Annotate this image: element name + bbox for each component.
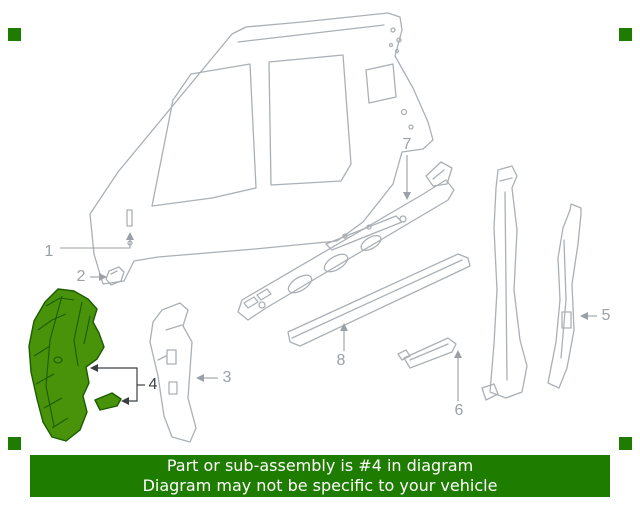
front-door-opening xyxy=(151,63,257,207)
callout-3: 3 xyxy=(222,369,232,386)
highlighted-part-4-assembly xyxy=(28,288,122,442)
highlight-banner: Part or sub-assembly is #4 in diagram Di… xyxy=(30,455,610,497)
highlighted-hinge-pillar xyxy=(28,288,105,442)
corner-marker-top-right xyxy=(619,28,632,41)
sill-plate-part-7 xyxy=(237,161,455,321)
hinge-pillar-panel-part-3 xyxy=(149,302,197,443)
corner-marker-bottom-left xyxy=(8,437,21,450)
quarter-window-opening xyxy=(365,63,397,104)
callout-8: 8 xyxy=(336,352,346,369)
rocker-panel-part-8 xyxy=(287,253,471,347)
banner-line-1: Part or sub-assembly is #4 in diagram xyxy=(166,456,474,475)
rear-door-opening xyxy=(268,54,352,186)
callout-2: 2 xyxy=(76,268,86,285)
vehicle-body-side-outline xyxy=(89,12,434,285)
corner-marker-top-left xyxy=(8,28,21,41)
leader-8 xyxy=(340,323,348,351)
leader-1 xyxy=(60,232,134,249)
leader-2 xyxy=(90,273,107,281)
pillar-reinforcement-part-5 xyxy=(547,203,582,389)
clip-part-2 xyxy=(105,266,125,286)
highlighted-filler-piece xyxy=(94,392,122,411)
leader-7 xyxy=(403,155,411,200)
leader-4-bracket xyxy=(90,364,145,405)
leader-3 xyxy=(196,374,218,382)
callout-6: 6 xyxy=(454,402,464,419)
callout-4: 4 xyxy=(148,376,158,393)
callout-7: 7 xyxy=(402,136,412,153)
leader-lines xyxy=(60,155,597,405)
banner-line-2: Diagram may not be specific to your vehi… xyxy=(142,476,498,495)
sill-reinforcement-part-6 xyxy=(397,337,457,369)
center-pillar xyxy=(481,165,528,401)
callout-5: 5 xyxy=(601,307,611,324)
callout-1: 1 xyxy=(44,243,54,260)
leader-6 xyxy=(454,350,462,401)
leader-5 xyxy=(580,312,597,320)
corner-marker-bottom-right xyxy=(619,437,632,450)
highlighted-part-detail-lines xyxy=(33,295,91,429)
